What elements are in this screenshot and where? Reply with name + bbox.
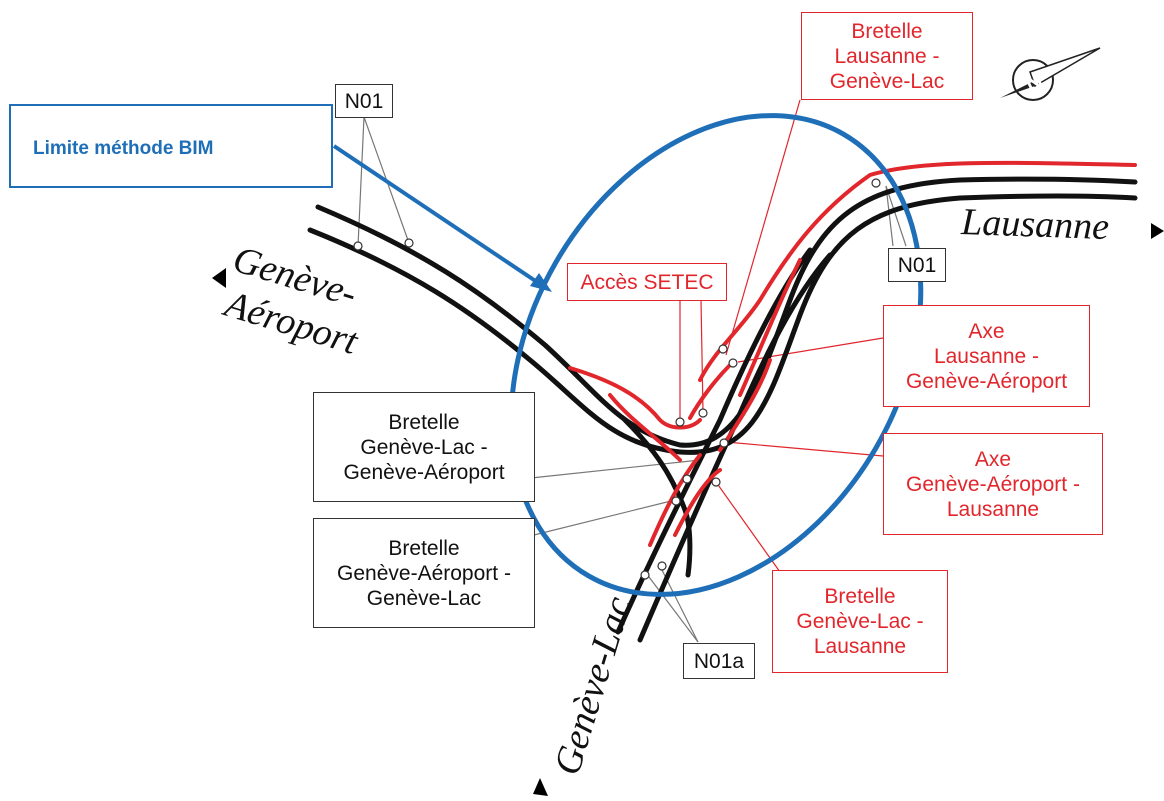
arrowhead-lausanne-icon (1151, 223, 1164, 239)
label-n01a: N01a (683, 643, 755, 679)
arrowhead-geneve-lac-icon (533, 778, 548, 796)
label-axe-geneve-aeroport-lausanne: Axe Genève-Aéroport - Lausanne (883, 433, 1103, 535)
label-n01-left: N01 (335, 84, 393, 118)
bim-limit-ellipse (508, 113, 924, 597)
north-arrow-icon: N (1000, 47, 1101, 101)
place-lausanne: Lausanne (960, 201, 1110, 249)
label-bretelle-geneve-aeroport-geneve-lac: Bretelle Genève-Aéroport - Genève-Lac (313, 518, 535, 628)
label-axe-lausanne-geneve-aeroport: Axe Lausanne - Genève-Aéroport (883, 305, 1090, 407)
callout-arrow (332, 144, 552, 292)
arrowhead-geneve-aeroport-icon (212, 268, 226, 288)
red-leader-lines (679, 99, 884, 573)
node-markers (353, 178, 881, 580)
label-bretelle-lausanne-geneve-lac: Bretelle Lausanne - Genève-Lac (801, 12, 973, 100)
bim-limit-callout: Limite méthode BIM (9, 104, 333, 188)
label-bretelle-geneve-lac-geneve-aeroport: Bretelle Genève-Lac - Genève-Aéroport (313, 392, 535, 502)
label-acces-setec: Accès SETEC (567, 263, 727, 301)
label-n01-right: N01 (888, 248, 946, 282)
label-bretelle-geneve-lac-lausanne: Bretelle Genève-Lac - Lausanne (772, 570, 948, 673)
